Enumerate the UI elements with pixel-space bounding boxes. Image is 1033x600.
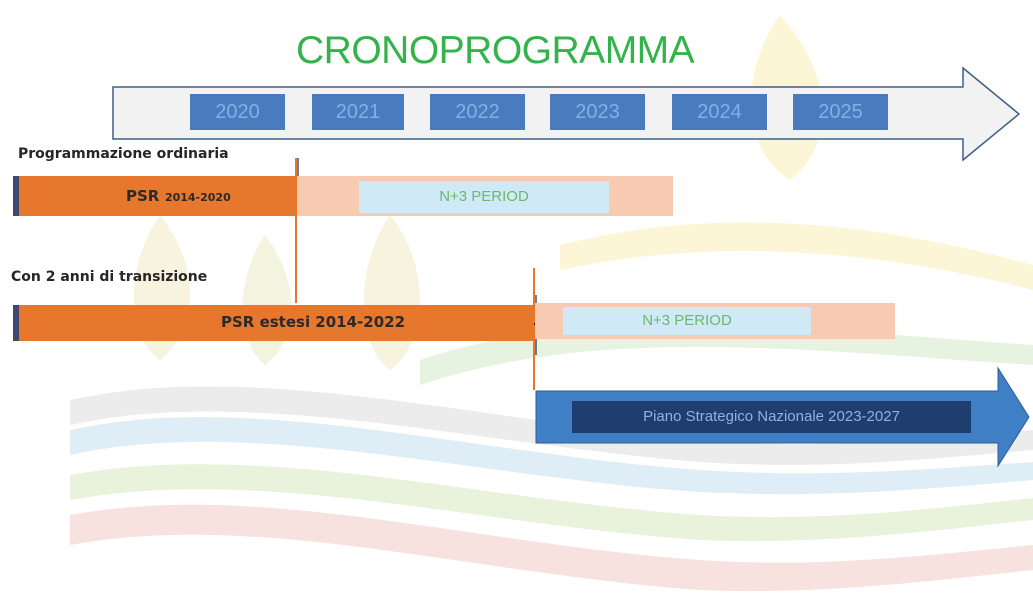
background-wave-lightgreen bbox=[70, 464, 1033, 542]
program-bar-psr-2014-2020 bbox=[13, 176, 297, 216]
year-box-2024: 2024 bbox=[672, 94, 767, 130]
n3-period-transition: N+3 PERIOD bbox=[563, 307, 811, 335]
program-label-psr: PSR bbox=[126, 187, 160, 205]
n3-period-ordinary: N+3 PERIOD bbox=[359, 181, 609, 213]
page-title: CRONOPROGRAMMA bbox=[296, 29, 695, 72]
year-box-2023: 2023 bbox=[550, 94, 645, 130]
background-wave-yellow bbox=[560, 222, 1033, 290]
section-label-ordinary: Programmazione ordinaria bbox=[18, 146, 229, 162]
section-label-transition: Con 2 anni di transizione bbox=[11, 269, 208, 285]
strategic-plan-label: Piano Strategico Nazionale 2023-2027 bbox=[572, 401, 971, 433]
year-box-2020: 2020 bbox=[190, 94, 285, 130]
background-wave-green bbox=[420, 324, 1033, 385]
program-bar-psr-2014-2022 bbox=[13, 305, 534, 341]
year-box-2022: 2022 bbox=[430, 94, 525, 130]
background-wave-red bbox=[70, 504, 1033, 592]
background-leaf bbox=[363, 215, 420, 370]
program-label-years: 2014-2020 bbox=[164, 191, 231, 204]
program-label-psr-2014-2020: PSR 2014-2020 bbox=[126, 186, 231, 205]
year-box-2025: 2025 bbox=[793, 94, 888, 130]
background-leaf bbox=[242, 235, 292, 365]
background-wave-blue bbox=[70, 417, 1033, 495]
program-label-psr-2014-2022: PSR estesi 2014-2022 bbox=[221, 313, 406, 331]
year-box-2021: 2021 bbox=[312, 94, 404, 130]
